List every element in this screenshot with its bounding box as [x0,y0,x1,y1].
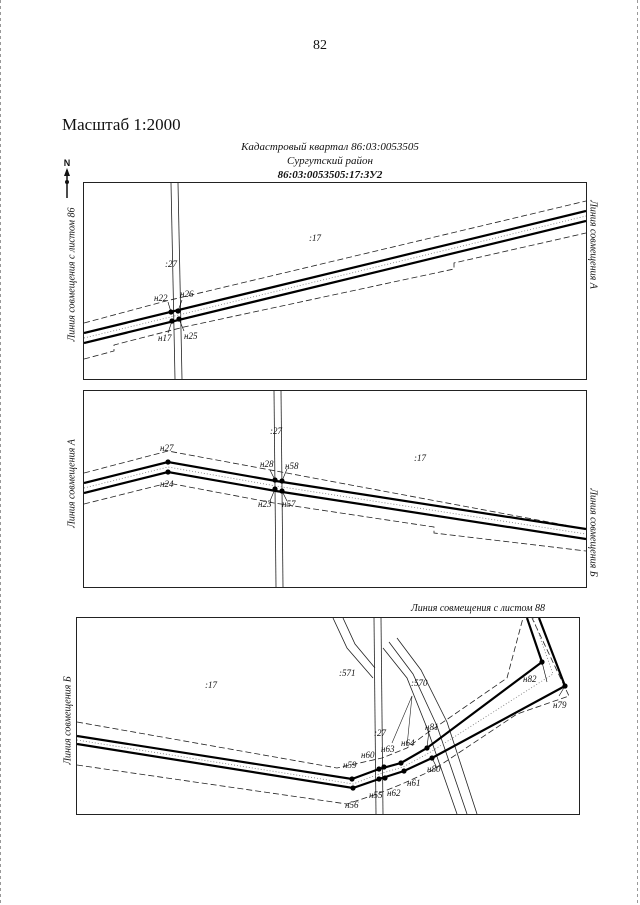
point-label: н23 [258,499,272,509]
point-label: н79 [553,700,567,710]
point-label: н56 [345,800,359,810]
point-label: н61 [407,778,421,788]
point-label: н60 [361,750,375,760]
parcel-label-17: :17 [309,233,321,243]
point-label: н62 [387,788,401,798]
point-label: н81 [425,722,439,732]
panel-3-left-caption: Линия совмещения Б [62,676,74,765]
point-label: н82 [523,674,537,684]
scan-edge-left [0,0,1,905]
road-label-27: :27 [270,426,282,436]
cadastral-header: Кадастровый квартал 86:03:0053505 Сургут… [200,140,460,182]
road-label-27: :27 [165,259,177,269]
parcel-label-17: :17 [414,453,426,463]
parcel-label-571: :571 [339,668,356,678]
parcel-number: 86:03:0053505:17:ЗУ2 [277,169,383,181]
north-arrow: N [60,158,74,202]
point-label: н17 [158,333,172,343]
map-panel-1: :17 :27 н22 н26 н17 н25 [83,182,587,380]
point-label: н27 [160,443,174,453]
map-panel-3-drawing [77,618,570,814]
point-label: н57 [282,499,296,509]
panel-2-left-caption: Линия совмещения А [66,439,78,528]
district-name: Сургутский район [287,155,373,167]
cadastral-quarter: Кадастровый квартал 86:03:0053505 [241,141,419,153]
point-label: н26 [180,289,194,299]
map-panel-1-drawing [84,183,586,379]
point-label: н24 [160,479,174,489]
map-panel-3: :17 :571 :570 :27 н82 н79 н81 н80 н64 н6… [76,617,580,815]
point-label: н55 [369,790,383,800]
scan-edge-right [637,0,638,905]
point-label: н80 [427,764,441,774]
point-label: н59 [343,760,357,770]
point-label: н25 [184,331,198,341]
north-arrow-icon [64,168,70,198]
map-panel-2: :17 :27 н27 н24 н28 н58 н23 н57 [83,390,587,588]
page-number: 82 [313,38,327,53]
panel-1-right-caption: Линия совмещения А [587,200,599,289]
north-letter: N [63,158,71,168]
panel-2-right-caption: Линия совмещения Б [587,488,599,577]
point-label: н64 [401,738,415,748]
point-label: н58 [285,461,299,471]
point-label: н63 [381,744,395,754]
map-panel-2-drawing [84,391,586,587]
point-label: н28 [260,459,274,469]
point-label: н22 [154,293,168,303]
parcel-label-17: :17 [205,680,217,690]
panel-1-left-caption: Линия совмещения с листом 86 [66,207,78,342]
parcel-label-570: :570 [411,678,428,688]
panel-3-top-caption: Линия совмещения с листом 88 [411,603,546,614]
scale-label: Масштаб 1:2000 [62,115,181,134]
road-label-27: :27 [374,728,386,738]
